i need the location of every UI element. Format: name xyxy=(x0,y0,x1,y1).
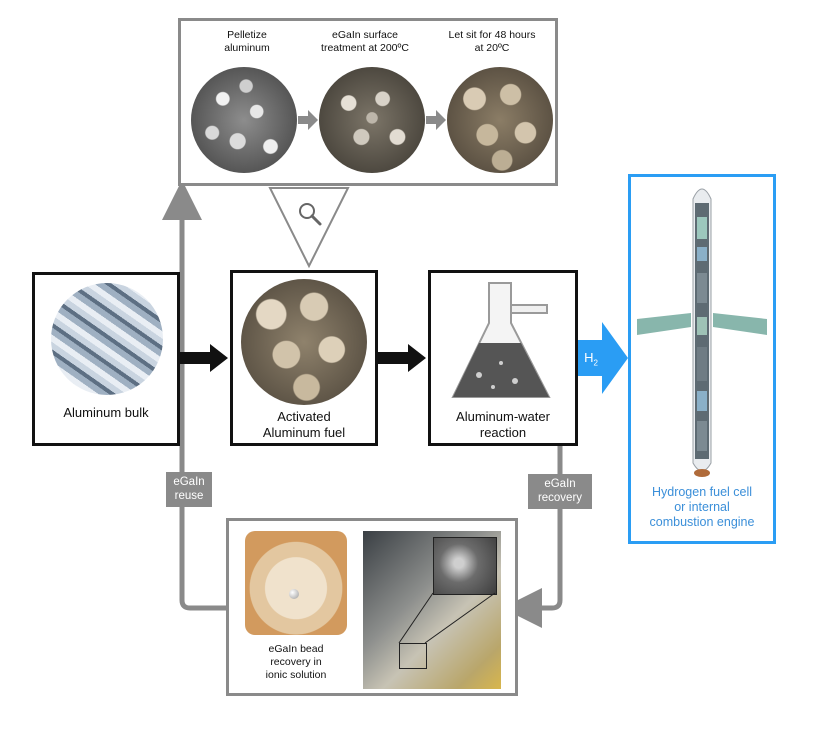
pellets-activated-photo xyxy=(447,67,553,173)
egain-recovery-tag: eGaIn recovery xyxy=(528,474,592,509)
activated-fuel-label: Activated Aluminum fuel xyxy=(262,409,346,440)
step-egain-treatment-label: eGaIn surface treatment at 200ºC xyxy=(321,29,409,55)
egain-bead-dot xyxy=(289,589,299,599)
vehicle-illustration xyxy=(637,188,767,477)
step-arrow-2 xyxy=(426,110,446,130)
activated-fuel-box: Activated Aluminum fuel xyxy=(230,270,378,446)
microscope-inset xyxy=(433,537,497,595)
h2-label: H2 xyxy=(584,350,598,368)
microscope-focus-box xyxy=(399,643,427,669)
inset-leader-lines xyxy=(398,592,496,644)
step-let-sit-label: Let sit for 48 hours at 20ºC xyxy=(448,29,536,55)
aluminum-water-reaction-box: Aluminum-water reaction xyxy=(428,270,578,446)
egain-reuse-tag: eGaIn reuse xyxy=(166,472,212,507)
bead-recovery-caption: eGaIn bead recovery in ionic solution xyxy=(265,643,327,682)
reuse-loop-line xyxy=(162,180,228,611)
aluminum-water-reaction-label: Aluminum-water reaction xyxy=(456,409,550,440)
process-steps-panel: Pelletize aluminum eGaIn surface treatme… xyxy=(178,18,558,186)
reaction-flask-illustration xyxy=(451,282,551,398)
step-arrow-1 xyxy=(298,110,318,130)
step-pelletize-label: Pelletize aluminum xyxy=(224,29,270,55)
aluminum-bulk-label: Aluminum bulk xyxy=(63,405,149,420)
zoom-funnel xyxy=(268,187,350,269)
aluminum-bulk-box: Aluminum bulk xyxy=(32,272,180,446)
microscope-photo xyxy=(363,531,501,689)
pellets-raw-photo xyxy=(191,67,297,173)
hydrogen-output-label: Hydrogen fuel cell or internal combustio… xyxy=(649,485,755,529)
recovery-tray-photo xyxy=(245,531,347,635)
magnifier-icon xyxy=(299,203,322,226)
aluminum-bulk-photo xyxy=(51,283,163,395)
hydrogen-output-box: Hydrogen fuel cell or internal combustio… xyxy=(628,174,776,544)
recovery-loop-line xyxy=(502,446,563,628)
activated-fuel-photo xyxy=(241,279,367,405)
pellets-treated-photo xyxy=(319,67,425,173)
recovery-panel: eGaIn bead recovery in ionic solution xyxy=(226,518,518,696)
